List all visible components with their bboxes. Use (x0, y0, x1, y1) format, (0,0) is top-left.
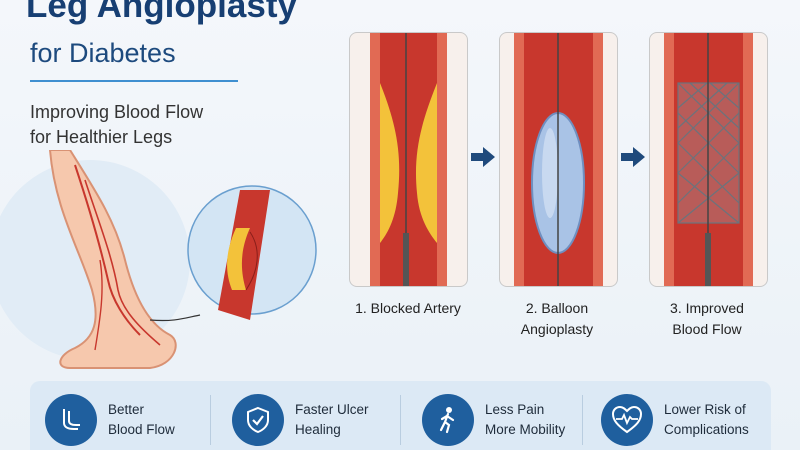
leg-vein-3 (94, 259, 103, 351)
benefit-divider (400, 395, 401, 445)
plaque-right (415, 83, 437, 243)
page-subtitle: for Diabetes (30, 38, 176, 68)
tagline-line-1: Improving Blood Flow (30, 102, 204, 122)
leg-illustration (0, 150, 317, 369)
magnified-artery (218, 190, 270, 320)
title-underline (30, 80, 238, 82)
step-panel-blocked (349, 32, 468, 287)
magnified-plaque (227, 228, 250, 290)
tagline-line-2: for Healthier Legs (30, 127, 173, 147)
catheter (403, 233, 409, 286)
leg-shape (48, 150, 177, 369)
page-title: Leg Angioplasty (26, 0, 297, 25)
tagline: Improving Blood Flow for Healthier Legs (30, 100, 203, 150)
magnifier-connector (149, 314, 201, 322)
benefit-blood-flow: Better Blood Flow (45, 394, 175, 446)
magnified-artery-edge (245, 231, 258, 291)
catheter (705, 233, 711, 286)
balloon-highlight (542, 128, 558, 218)
arrow-right-icon (621, 147, 645, 167)
step-label-1: 1. Blocked Artery (355, 300, 461, 316)
shield-check-icon (232, 394, 284, 446)
arrow-right-icon (471, 147, 495, 167)
benefit-lower-risk: Lower Risk of Complications (601, 394, 749, 446)
benefits-bar: Better Blood Flow Faster Ulcer Healing (30, 381, 771, 450)
feet-icon (45, 394, 97, 446)
benefit-less-pain: Less Pain More Mobility (422, 394, 565, 446)
heart-pulse-icon (601, 394, 653, 446)
plaque-left (380, 83, 400, 243)
leg-vein-2 (84, 179, 161, 346)
walking-person-icon (422, 394, 474, 446)
leg-vein-1 (74, 164, 141, 336)
benefit-divider (210, 395, 211, 445)
step-panel-improved (649, 32, 768, 287)
step-panel-balloon (499, 32, 618, 287)
benefit-divider (582, 395, 583, 445)
step-label-2: 2. Balloon Angioplasty (520, 300, 594, 337)
benefit-ulcer-healing: Faster Ulcer Healing (232, 394, 369, 446)
step-label-3: 3. Improved Blood Flow (670, 300, 744, 337)
